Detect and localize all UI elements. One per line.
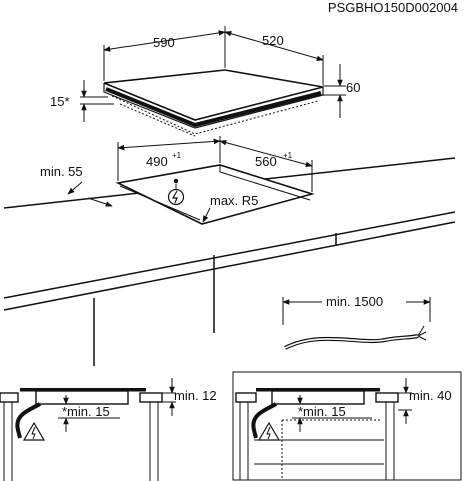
section-left: min. 12 *min. 15 bbox=[0, 378, 217, 481]
document-code: PSGBHO150D002004 bbox=[328, 0, 458, 15]
left-top-gap-label: min. 12 bbox=[174, 388, 217, 403]
electric-hazard-icon bbox=[167, 178, 185, 206]
cutout-width-label: 490 bbox=[146, 154, 168, 169]
hob-gap-label: 15* bbox=[50, 94, 70, 109]
cutout-width-tolerance: +1 bbox=[172, 151, 182, 160]
cutout-depth-tolerance: +1 bbox=[283, 151, 293, 160]
electric-hazard-icon bbox=[22, 421, 46, 441]
hob-drawing: 590 520 60 15* bbox=[50, 26, 360, 137]
right-bottom-gap-label: *min. 15 bbox=[298, 404, 346, 419]
cutout-min-edge-label: min. 55 bbox=[40, 164, 83, 179]
section-right: min. 40 *min. 15 bbox=[232, 371, 462, 481]
hob-width-label: 590 bbox=[153, 35, 175, 50]
cable-drawing: min. 1500 bbox=[282, 294, 431, 350]
hob-height-label: 60 bbox=[346, 80, 360, 95]
hob-depth-label: 520 bbox=[262, 33, 284, 48]
cable-length-label: min. 1500 bbox=[326, 294, 383, 309]
left-bottom-gap-label: *min. 15 bbox=[62, 404, 110, 419]
electric-hazard-icon bbox=[257, 421, 281, 441]
worktop-drawing: min. 55 490 +1 560 +1 max. R5 bbox=[3, 136, 456, 366]
cutout-radius-label: max. R5 bbox=[210, 193, 258, 208]
cutout-depth-label: 560 bbox=[255, 154, 277, 169]
right-top-gap-label: min. 40 bbox=[409, 388, 452, 403]
